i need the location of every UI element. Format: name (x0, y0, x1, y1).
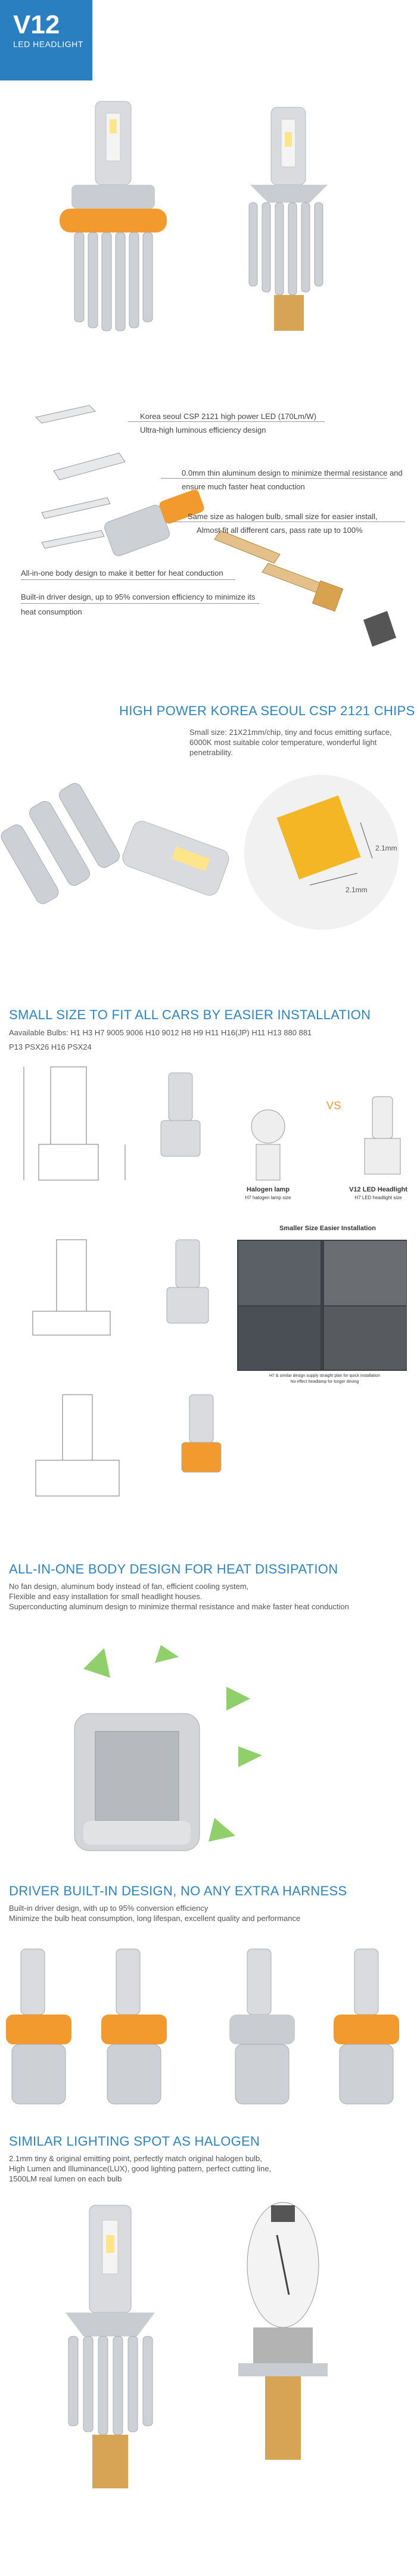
callout-line (21, 579, 235, 580)
callout-fit-cars: Almost fit all different cars, pass rate… (197, 526, 363, 535)
halogen-label: Halogen lamp (246, 1186, 290, 1193)
spot-line-2: High Lumen and Illuminance(LUX), good li… (9, 2164, 272, 2173)
heat-section: ALL-IN-ONE BODY DESIGN FOR HEAT DISSIPAT… (0, 1562, 417, 1872)
heat-heading: ALL-IN-ONE BODY DESIGN FOR HEAT DISSIPAT… (9, 1562, 338, 1576)
exploded-parts-illustration (35, 405, 396, 647)
model-name: V12 (13, 10, 60, 39)
driver-bulbs-illustration (6, 1948, 399, 2105)
hero-section: V12 LED HEADLIGHT (0, 0, 417, 358)
install-note-2: No effect headlamp for longer driving (290, 1380, 359, 1384)
chip-dimension-1: 2.1mm (375, 844, 397, 852)
h4-bulb-illustration (248, 107, 328, 331)
hero-bulbs-image (60, 101, 328, 331)
driver-line-2: Minimize the bulb heat consumption, long… (9, 1914, 301, 1923)
callout-driver: Built-in driver design, up to 95% conver… (21, 592, 256, 601)
chips-heading: HIGH POWER KOREA SEOUL CSP 2121 CHIPS (119, 703, 415, 718)
size-heading: SMALL SIZE TO FIT ALL CARS BY EASIER INS… (9, 1007, 371, 1022)
exploded-view-section: Korea seoul CSP 2121 high power LED (170… (0, 393, 417, 691)
chips-line-2: 6000K most suitable color temperature, w… (189, 738, 377, 757)
size-section: SMALL SIZE TO FIT ALL CARS BY EASIER INS… (0, 1007, 417, 1544)
driver-heading: DRIVER BUILT-IN DESIGN, NO ANY EXTRA HAR… (9, 1883, 347, 1898)
callout-heat-consumption: heat consumption (21, 607, 82, 616)
spot-section: SIMILAR LIGHTING SPOT AS HALOGEN 2.1mm t… (0, 2134, 417, 2576)
callout-all-in-one: All-in-one body design to make it better… (21, 569, 223, 578)
callout-line (128, 421, 325, 422)
vs-label: VS (326, 1100, 341, 1112)
easier-install-label: Smaller Size Easier Installation (279, 1225, 376, 1232)
heat-line-1: No fan design, aluminum body instead of … (9, 1582, 249, 1591)
spot-line-3: 1500LM real lumen on each bulb (9, 2174, 122, 2183)
spot-heading: SIMILAR LIGHTING SPOT AS HALOGEN (9, 2134, 260, 2149)
spot-line-1: 2.1mm tiny & original emitting point, pe… (9, 2154, 262, 2163)
h11-bulb-illustration (60, 101, 167, 331)
callout-thin-aluminum: 0.0mm thin aluminum design to minimize t… (182, 468, 403, 477)
chips-section: HIGH POWER KOREA SEOUL CSP 2121 CHIPS Sm… (0, 703, 417, 989)
driver-line-1: Built-in driver design, with up to 95% c… (9, 1904, 208, 1913)
halogen-sublabel: H7 halogen lamp size (245, 1195, 291, 1200)
v12-sublabel: H7 LED headlight size (354, 1195, 402, 1200)
heat-line-2: Flexible and easy installation for small… (9, 1592, 203, 1601)
driver-section: DRIVER BUILT-IN DESIGN, NO ANY EXTRA HAR… (0, 1883, 417, 2122)
callout-line (161, 478, 387, 479)
heat-dissipation-illustration (74, 1645, 262, 1851)
chip-dimension-2: 2.1mm (346, 886, 368, 894)
size-bulbs-list-2: P13 PSX26 H16 PSX24 (9, 1042, 92, 1051)
led-vs-halogen-illustration (66, 2202, 328, 2488)
size-bulbs-list: Aavailable Bulbs: H1 H3 H7 9005 9006 H10… (9, 1028, 312, 1037)
callout-same-size: Same size as halogen bulb, small size fo… (188, 512, 378, 521)
callout-line (21, 603, 259, 604)
v12-label: V12 LED Headlight (349, 1186, 407, 1193)
install-note: H7 & similar design supply straight plan… (269, 1374, 380, 1378)
callout-csp-led: Korea seoul CSP 2121 high power LED (170… (140, 412, 317, 421)
callout-heat-conduction: ensure much faster heat conduction (182, 482, 305, 491)
callout-luminous: Ultra-high luminous efficiency design (140, 426, 266, 434)
chips-line-1: Small size: 21X21mm/chip, tiny and focus… (189, 728, 392, 737)
model-subtitle: LED HEADLIGHT (13, 39, 83, 49)
dimension-drawings (23, 1066, 407, 1497)
heat-line-3: Superconducting aluminum design to minim… (9, 1602, 349, 1611)
chip-closeup-illustration (1, 775, 399, 930)
model-badge: V12 LED HEADLIGHT (0, 0, 92, 80)
